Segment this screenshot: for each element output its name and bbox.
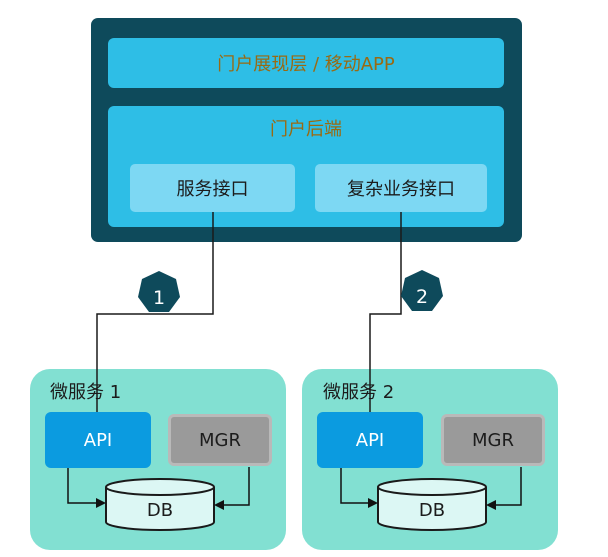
- step-badge-1: [138, 271, 180, 312]
- step-badge-2-label: 2: [415, 286, 429, 308]
- complex-interface-label: 复杂业务接口: [347, 179, 455, 200]
- microservice-2-mgr-box: MGR: [441, 414, 545, 466]
- service-interface-box: 服务接口: [130, 164, 295, 212]
- microservice-1-db-label: DB: [146, 499, 174, 521]
- service-interface-label: 服务接口: [176, 179, 249, 200]
- api-to-db-arrow-1: [67, 468, 106, 508]
- microservice-2-api-box: API: [317, 412, 423, 468]
- backend-layer-label: 门户后端: [270, 119, 342, 140]
- microservice-1-mgr-box: MGR: [168, 414, 272, 466]
- microservice-2-db-label: DB: [418, 499, 446, 521]
- mgr-to-db-arrow-2: [486, 467, 522, 510]
- presentation-layer-label: 门户展现层 / 移动APP: [217, 54, 395, 75]
- db-cylinder-2: [377, 478, 487, 531]
- presentation-layer: 门户展现层 / 移动APP: [108, 38, 504, 88]
- microservice-2-mgr-label: MGR: [472, 429, 514, 451]
- connector-line-1: [96, 212, 214, 412]
- microservice-1-title: 微服务 1: [50, 382, 122, 403]
- microservice-2-api-label: API: [355, 429, 385, 451]
- db-cylinder-1: [105, 478, 215, 531]
- step-badge-1-label: 1: [152, 287, 166, 309]
- step-badge-2: [401, 270, 443, 311]
- complex-interface-box: 复杂业务接口: [315, 164, 487, 212]
- mgr-to-db-arrow-1: [214, 467, 250, 510]
- microservice-1-api-box: API: [45, 412, 151, 468]
- microservice-1-mgr-label: MGR: [199, 429, 241, 451]
- api-to-db-arrow-2: [340, 468, 378, 508]
- microservice-1-api-label: API: [83, 429, 113, 451]
- connector-line-2: [369, 212, 402, 412]
- microservice-2-title: 微服务 2: [323, 382, 395, 403]
